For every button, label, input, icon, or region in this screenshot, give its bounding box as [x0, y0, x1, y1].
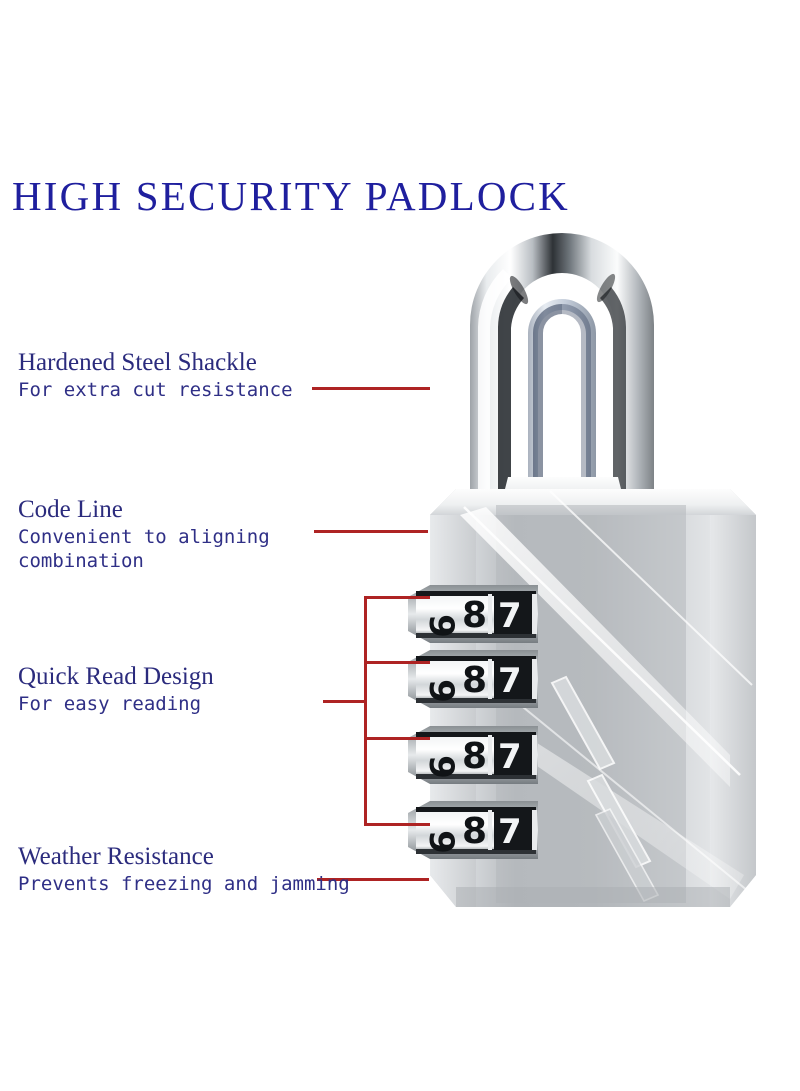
leader-line-quick-read-branch-2 [364, 661, 430, 664]
callout-heading: Hardened Steel Shackle [18, 349, 257, 376]
leader-line-shackle [312, 387, 430, 390]
callout-subtext-line-2: combination [18, 550, 144, 573]
callout-heading: Weather Resistance [18, 843, 214, 870]
svg-text:9: 9 [421, 679, 461, 703]
svg-text:9: 9 [421, 614, 461, 638]
callout-hardened-steel-shackle: Hardened Steel Shackle For extra cut res… [18, 348, 293, 402]
svg-text:7: 7 [498, 737, 522, 777]
callout-subtext: For easy reading [18, 692, 202, 715]
leader-line-quick-read-stem [323, 700, 367, 703]
page-title: HIGH SECURITY PADLOCK [12, 173, 570, 219]
svg-text:9: 9 [421, 830, 461, 854]
callout-heading: Quick Read Design [18, 663, 214, 690]
dial-3: 9 8 7 [408, 726, 538, 784]
leader-line-quick-read-branch-4 [364, 823, 430, 826]
dial-2: 9 8 7 [408, 650, 538, 708]
dial-4: 9 8 7 [408, 801, 538, 859]
svg-text:7: 7 [498, 661, 522, 701]
svg-text:9: 9 [421, 755, 461, 779]
svg-text:8: 8 [462, 736, 487, 777]
dial-1: 9 8 7 [408, 585, 538, 643]
leader-line-quick-read-branch-3 [364, 737, 430, 740]
callout-weather-resistance: Weather Resistance Prevents freezing and… [18, 842, 350, 896]
callout-subtext: For extra cut resistance [18, 378, 293, 401]
embossed-logo [550, 675, 660, 903]
leader-line-code-line [314, 530, 428, 533]
svg-text:8: 8 [462, 660, 487, 701]
svg-text:7: 7 [498, 812, 522, 852]
svg-text:8: 8 [462, 811, 487, 852]
leader-line-weather [317, 878, 429, 881]
callout-quick-read-design: Quick Read Design For easy reading [18, 662, 214, 716]
leader-line-quick-read-spine [364, 596, 367, 826]
callout-subtext: Prevents freezing and jamming [18, 872, 350, 895]
leader-line-quick-read-branch-1 [364, 596, 430, 599]
shackle-graphic [470, 233, 654, 515]
combination-dials: 9 8 7 9 8 7 [408, 585, 538, 859]
padlock-illustration: 9 8 7 9 8 7 [400, 215, 790, 920]
callout-subtext-line-1: Convenient to aligning [18, 525, 270, 548]
svg-text:8: 8 [462, 595, 487, 636]
callout-heading: Code Line [18, 496, 123, 523]
svg-text:7: 7 [498, 596, 522, 636]
callout-code-line: Code Line Convenient to aligning combina… [18, 495, 270, 574]
